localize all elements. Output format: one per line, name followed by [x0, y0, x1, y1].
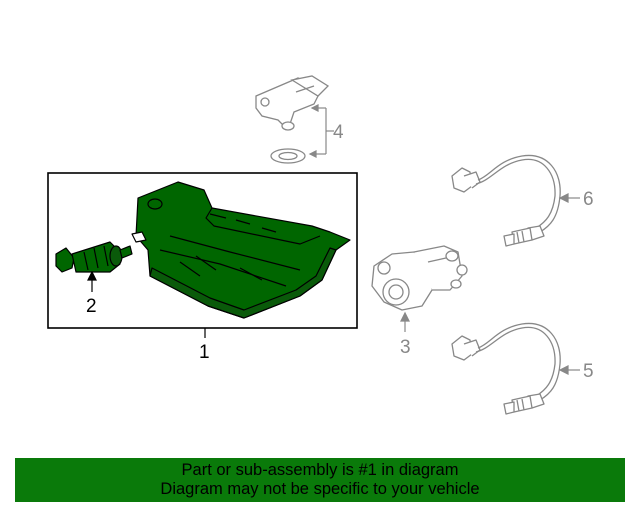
banner-line-1: Part or sub-assembly is #1 in diagram	[181, 461, 459, 479]
callout-3-label: 3	[400, 337, 411, 358]
callout-5-label: 5	[583, 361, 594, 382]
callout-2-label: 2	[86, 296, 97, 317]
part-4-sensor	[255, 75, 330, 131]
part-2-solenoid	[55, 241, 133, 273]
banner-line-2: Diagram may not be specific to your vehi…	[160, 480, 480, 498]
part-4-seal	[270, 148, 306, 164]
callout-1-label: 1	[199, 342, 210, 363]
part-6-o2-sensor	[451, 154, 561, 247]
callout-4-bracket	[308, 104, 334, 158]
assembly-frame	[47, 172, 358, 329]
part-1-canister	[131, 181, 351, 319]
part-5-o2-sensor	[451, 322, 561, 415]
info-banner: Part or sub-assembly is #1 in diagram Di…	[15, 458, 625, 502]
callout-2-arrow	[87, 270, 97, 292]
part-3-valve	[371, 245, 468, 311]
callout-6-label: 6	[583, 189, 594, 210]
callout-3-arrow	[400, 311, 410, 332]
callout-4-label: 4	[333, 122, 344, 143]
callout-5-arrow	[558, 365, 580, 375]
callout-6-arrow	[558, 193, 580, 203]
